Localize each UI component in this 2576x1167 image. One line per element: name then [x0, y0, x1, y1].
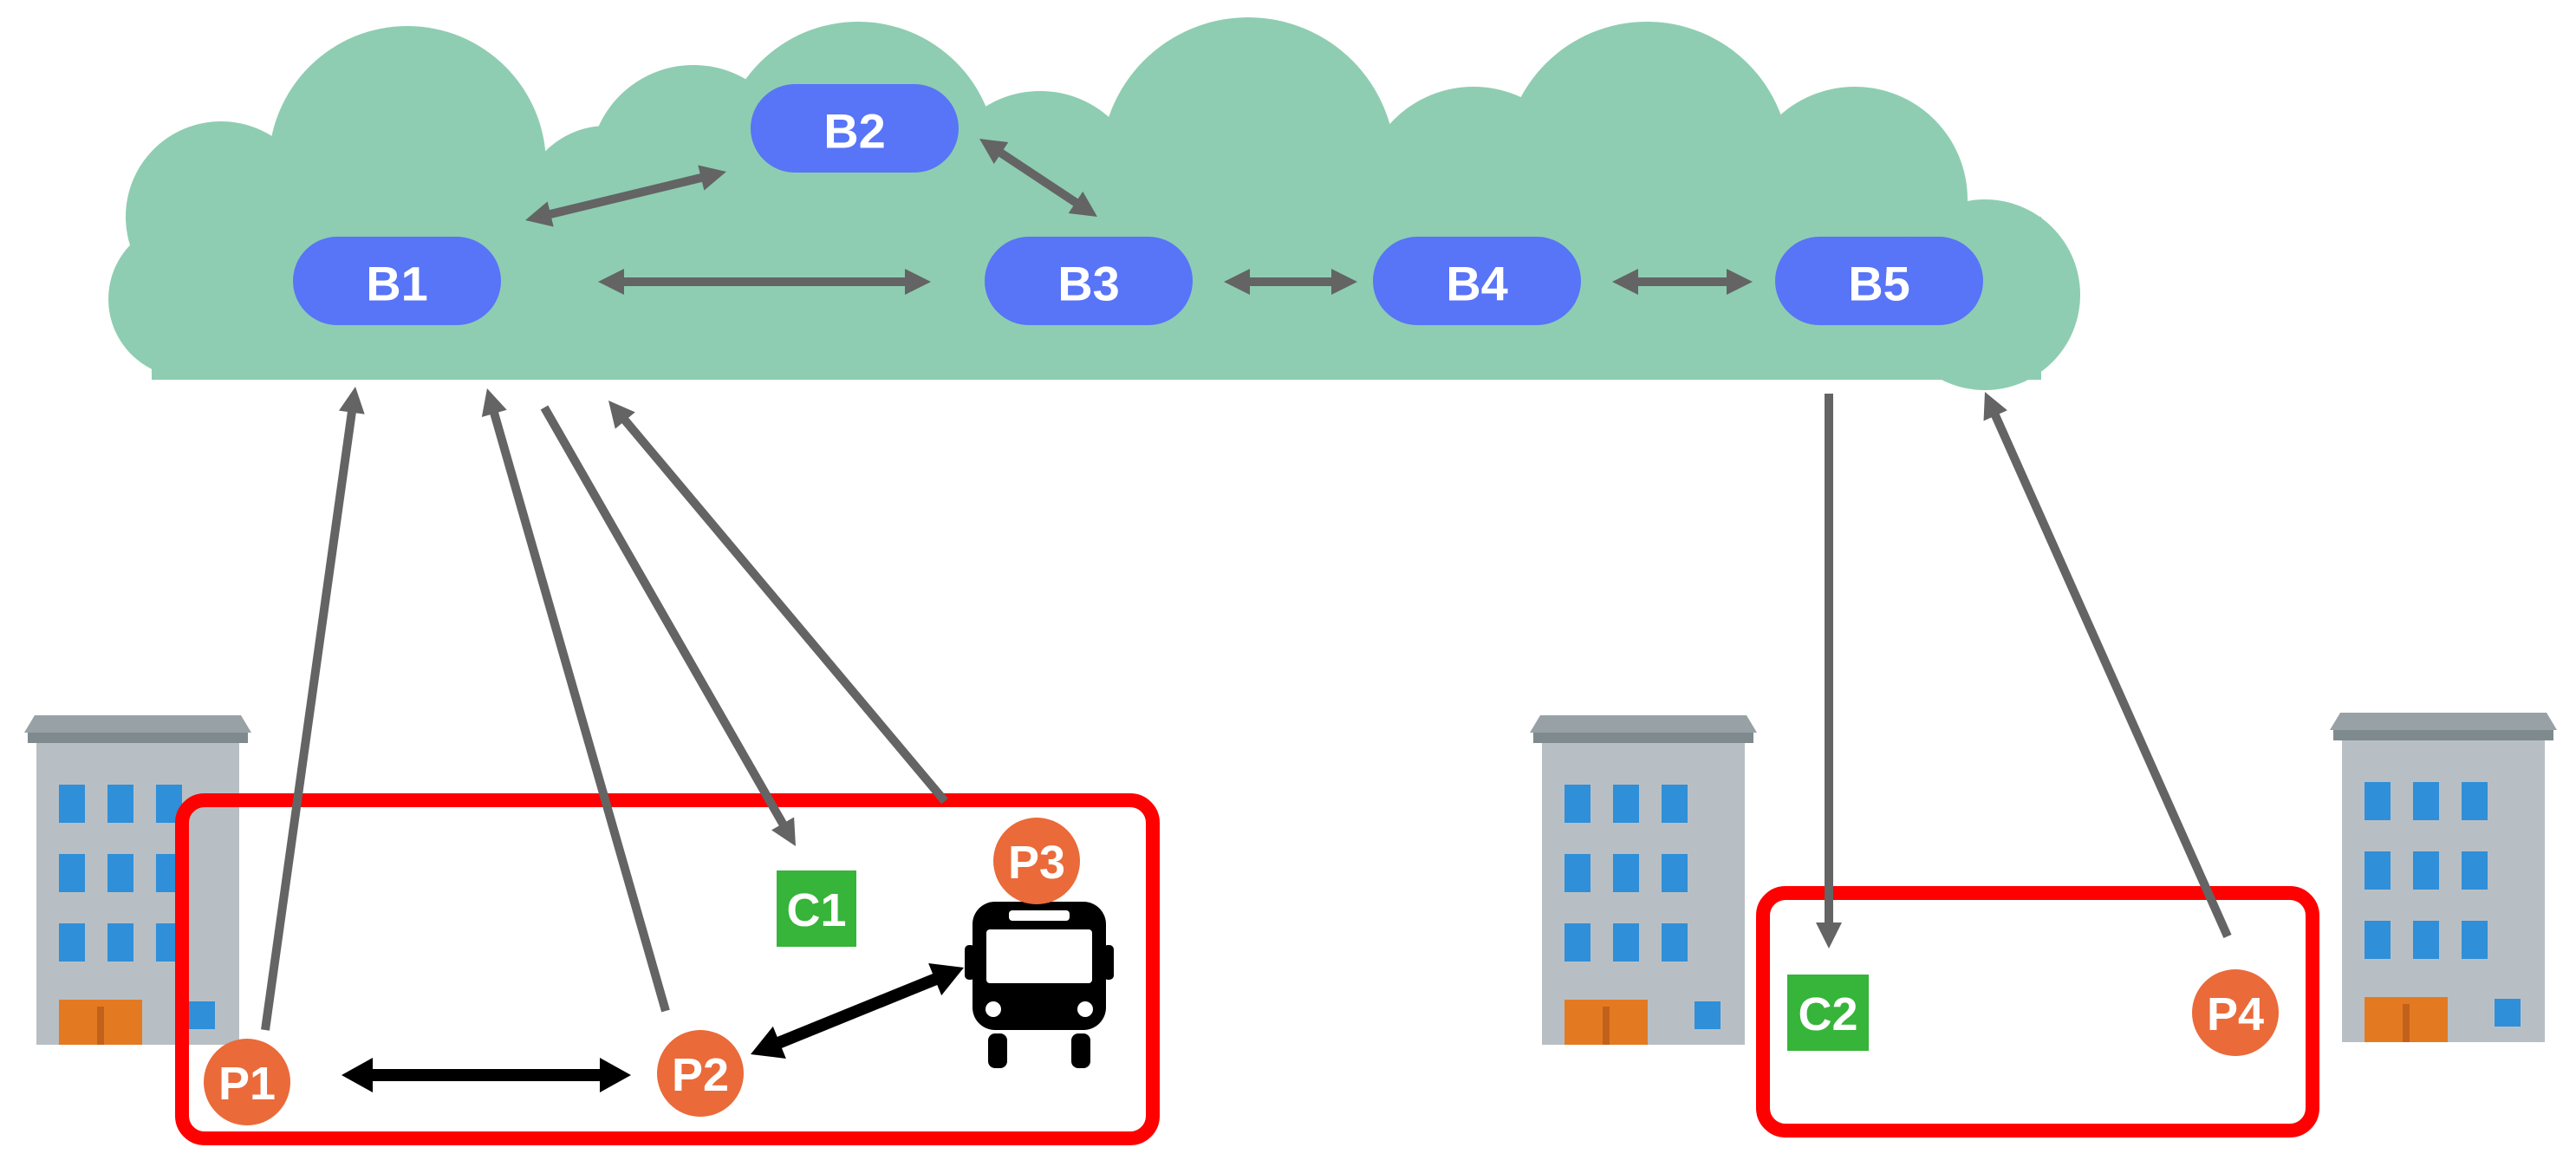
arrowhead	[751, 1026, 786, 1059]
peer-label: P2	[672, 1049, 729, 1101]
arrowhead	[342, 1058, 373, 1092]
arrowhead	[525, 201, 554, 227]
arrowhead	[598, 269, 624, 295]
arrow-b1-b3	[598, 269, 931, 295]
backbone-node-b1: B1	[293, 237, 501, 325]
arrow-p1-b1	[261, 387, 365, 1031]
office-building-icon	[24, 715, 251, 1045]
office-building-icon	[1530, 715, 1757, 1045]
arrowhead	[600, 1058, 631, 1092]
peer-label: P3	[1008, 837, 1065, 889]
arrow-p4-b5	[1983, 392, 2232, 939]
arrow-b1-b2	[525, 165, 726, 227]
arrowhead	[1816, 923, 1842, 949]
peer-p2: P2	[657, 1030, 744, 1117]
arrow-b4-b5	[1612, 269, 1753, 295]
client-label: C1	[786, 884, 846, 936]
arrowhead	[1068, 191, 1097, 217]
node-label: B2	[823, 104, 886, 159]
arrowhead	[1727, 269, 1753, 295]
peer-p1: P1	[204, 1039, 290, 1125]
office-building-icon	[2330, 713, 2557, 1042]
backbone-node-b4: B4	[1373, 237, 1581, 325]
arrowhead	[771, 817, 796, 846]
arrowhead	[338, 387, 365, 414]
arrowhead	[1331, 269, 1357, 295]
arrowhead	[1612, 269, 1638, 295]
arrow-p1-p2	[342, 1058, 631, 1092]
node-label: B5	[1848, 257, 1910, 311]
client-label: C2	[1798, 988, 1857, 1040]
arrowhead	[698, 165, 726, 191]
peer-label: P4	[2207, 988, 2264, 1040]
node-label: B4	[1446, 257, 1508, 311]
arrow-b1-c1	[540, 405, 796, 846]
client-c2: C2	[1787, 975, 1869, 1051]
peer-label: P1	[218, 1058, 276, 1110]
arrowhead	[481, 388, 507, 417]
peer-p3: P3	[993, 818, 1080, 904]
zone-boundary-left	[175, 793, 1160, 1145]
arrow-b2-b3	[979, 139, 1097, 217]
cloud-shape	[108, 17, 2080, 390]
arrow-p2-b1	[481, 388, 670, 1013]
arrow-p2-p3	[751, 963, 964, 1059]
node-label: B3	[1057, 257, 1120, 311]
backbone-node-b3: B3	[985, 237, 1193, 325]
client-c1: C1	[777, 870, 856, 947]
backbone-node-b2: B2	[751, 84, 959, 173]
node-label: B1	[366, 257, 428, 311]
connections-layer	[261, 139, 2232, 1092]
arrowhead	[1983, 392, 2007, 421]
arrowhead	[1224, 269, 1250, 295]
arrowhead	[979, 139, 1009, 165]
bus-icon	[965, 902, 1114, 1068]
arrow-b5-c2	[1816, 394, 1842, 949]
peer-p4: P4	[2192, 969, 2279, 1056]
arrowhead	[905, 269, 931, 295]
arrow-b3-b4	[1224, 269, 1357, 295]
backbone-node-b5: B5	[1775, 237, 1983, 325]
arrowhead	[608, 401, 635, 429]
zone-boundary-right	[1756, 886, 2319, 1138]
arrow-p3-b1	[608, 401, 948, 805]
arrowhead	[928, 963, 964, 996]
